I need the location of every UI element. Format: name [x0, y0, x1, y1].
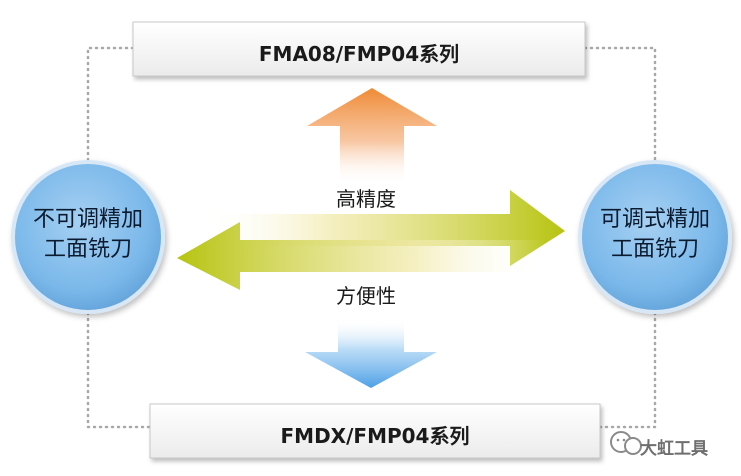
bottom-product-box	[149, 403, 601, 459]
dotted-connector-frame	[86, 46, 657, 429]
down-arrow	[305, 318, 437, 388]
high-precision-label: 高精度	[336, 187, 396, 211]
left-arrow	[177, 222, 545, 290]
left-circle-line1: 不可调精加	[32, 207, 143, 232]
top-box-label: FMA08/FMP04系列	[258, 42, 460, 66]
left-circle-line2: 工面铣刀	[43, 237, 132, 262]
left-circle-label: 不可调精加 工面铣刀	[13, 205, 163, 265]
convenience-label: 方便性	[336, 284, 396, 308]
bottom-box-label: FMDX/FMP04系列	[280, 424, 470, 448]
watermark-text: 大虹工具	[640, 439, 708, 459]
top-product-box	[132, 21, 586, 77]
right-circle	[578, 160, 732, 314]
right-arrow	[200, 190, 565, 266]
left-circle	[11, 160, 165, 314]
right-circle-line1: 可调式精加	[599, 207, 710, 232]
up-arrow	[307, 88, 437, 185]
right-circle-line2: 工面铣刀	[610, 237, 699, 262]
right-circle-label: 可调式精加 工面铣刀	[580, 205, 730, 265]
wechat-logo-icon	[610, 431, 642, 455]
